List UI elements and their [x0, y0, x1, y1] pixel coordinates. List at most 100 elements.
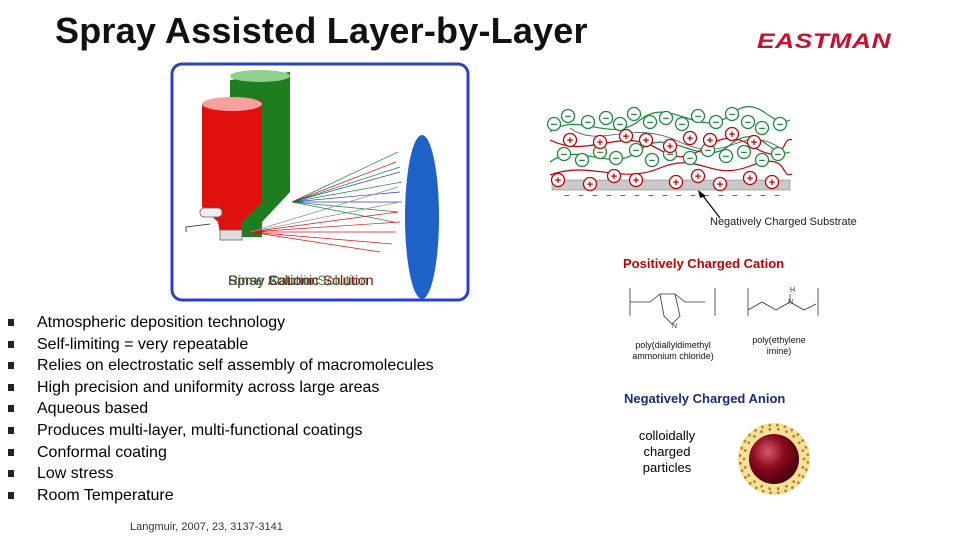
spray-lines — [249, 151, 403, 253]
surface-charge-dot — [740, 446, 744, 450]
anion-charge — [772, 116, 788, 132]
bullet-text: Low stress — [37, 465, 114, 483]
anion-charge-symbol: − — [551, 119, 557, 131]
surface-charge-dot — [790, 428, 794, 432]
surface-charge-dot — [792, 480, 796, 484]
surface-charge-dot — [783, 425, 787, 429]
substrate-disk — [405, 135, 439, 299]
substrate-minus: − — [760, 191, 766, 200]
surface-charge-dot — [804, 468, 808, 472]
spray-cation-label: Spray Cationic Solution — [228, 272, 374, 288]
particle-surface-charges — [738, 423, 810, 495]
cation-charge — [682, 130, 698, 146]
surface-charge-dot — [801, 439, 804, 442]
anion-charge-symbol: − — [695, 111, 701, 123]
cation-charge — [618, 128, 634, 144]
cation-charge-symbol: + — [633, 175, 639, 187]
surface-charge-dot — [792, 434, 796, 438]
anion-charge — [560, 108, 576, 124]
spray-step-labels: Spray Cationic Solution Rinse Solution S… — [228, 272, 428, 290]
anion-charge — [580, 114, 596, 130]
svg-text:N: N — [788, 299, 793, 306]
substrate-minus: − — [676, 191, 682, 200]
pei-label: poly(ethylene imine) — [752, 335, 806, 356]
pdadmac-label: poly(diallyldimethyl ammonium chloride) — [632, 340, 714, 361]
bullet-item: Produces multi-layer, multi-functional c… — [8, 420, 434, 442]
substrate-minus: − — [578, 191, 584, 200]
surface-charge-dot — [797, 441, 801, 445]
cation-charge — [668, 174, 684, 190]
cation-charge — [562, 132, 578, 148]
anion-charge — [658, 110, 674, 126]
cation-charge — [662, 138, 678, 154]
surface-charge-dot — [796, 481, 800, 485]
surface-charge-dot — [775, 423, 779, 427]
anion-charge-symbol: − — [633, 145, 639, 157]
substrate-minus: − — [634, 191, 640, 200]
cation-charge — [742, 170, 758, 186]
cation-charge-symbol: + — [623, 131, 629, 143]
bullet-marker — [8, 319, 14, 326]
bullet-item: Low stress — [8, 463, 434, 485]
cation-charge — [592, 134, 608, 150]
anion-heading: Negatively Charged Anion — [624, 391, 786, 406]
surface-charge-dot — [784, 489, 788, 493]
slide-title: Spray Assisted Layer-by-Layer — [55, 10, 588, 51]
spray-anion-label: Spray Anionic Solution — [228, 272, 369, 288]
surface-charge-dot — [804, 445, 808, 449]
cation-charge-symbol: + — [673, 177, 679, 189]
cation-charge — [690, 168, 706, 184]
anion-charge-symbol: − — [687, 153, 693, 165]
anion-charge-symbol: − — [585, 117, 591, 129]
layer-diagram: −−−−−−−−−−−−−−−− −−−−−−−−−−−−−−−−−−−−−−−… — [546, 106, 793, 200]
substrate-minus: − — [564, 191, 570, 200]
surface-charge-dot — [791, 486, 794, 489]
cation-charge-symbol: + — [769, 177, 775, 189]
cation-charge — [702, 132, 718, 148]
cation-charge-symbol: + — [587, 179, 593, 191]
surface-charge-dot — [760, 484, 763, 488]
cation-structures: N H N — [629, 287, 819, 330]
cation-charge-symbol: + — [555, 175, 561, 187]
anion-charge — [642, 114, 658, 130]
anion-charge-symbol: − — [745, 117, 751, 129]
charged-particle-illustration — [738, 423, 810, 495]
anion-charge-symbol: − — [597, 147, 603, 159]
anion-charge — [690, 108, 706, 124]
surface-charge-dot — [768, 423, 772, 427]
bullet-text: Aqueous based — [37, 400, 149, 418]
substrate-minus: − — [606, 191, 612, 200]
anion-charge-symbol: − — [729, 109, 735, 121]
surface-charge-dot — [742, 457, 746, 461]
substrate-label: Negatively Charged Substrate — [710, 216, 857, 228]
anion-charge-symbol: − — [777, 119, 783, 131]
surface-charge-dot — [752, 434, 756, 438]
anion-charge — [628, 142, 644, 158]
anion-charge-symbol: − — [723, 151, 729, 163]
anion-charge-symbol: − — [579, 155, 585, 167]
surface-charge-dot — [785, 430, 788, 434]
bullet-text: Room Temperature — [37, 486, 174, 504]
substrate-minus: − — [704, 191, 710, 200]
surface-charge-dot — [748, 433, 752, 437]
bullet-item: Conformal coating — [8, 442, 434, 464]
anion-charge — [598, 110, 614, 126]
rinse-label: Rinse Solution — [228, 272, 319, 288]
svg-text:N: N — [672, 323, 677, 330]
substrate-negative-charges: −−−−−−−−−−−−−−−− — [564, 191, 780, 200]
anion-charge-symbol: − — [561, 149, 567, 161]
bullet-marker — [8, 405, 14, 413]
substrate-minus: − — [690, 191, 696, 200]
bullet-marker — [8, 383, 14, 391]
cation-charge-symbol: + — [597, 137, 603, 149]
surface-charge-dot — [768, 487, 772, 491]
substrate-minus: − — [662, 191, 668, 200]
bullet-text: Relies on electrostatic self assembly of… — [37, 357, 434, 375]
surface-charge-dot — [769, 491, 773, 495]
surface-charge-dot — [785, 484, 788, 488]
surface-charge-dot — [776, 427, 780, 431]
anion-charge — [754, 120, 770, 136]
substrate-minus: − — [774, 191, 780, 200]
anion-charge-symbol: − — [713, 117, 719, 129]
anion-charge — [626, 106, 642, 122]
